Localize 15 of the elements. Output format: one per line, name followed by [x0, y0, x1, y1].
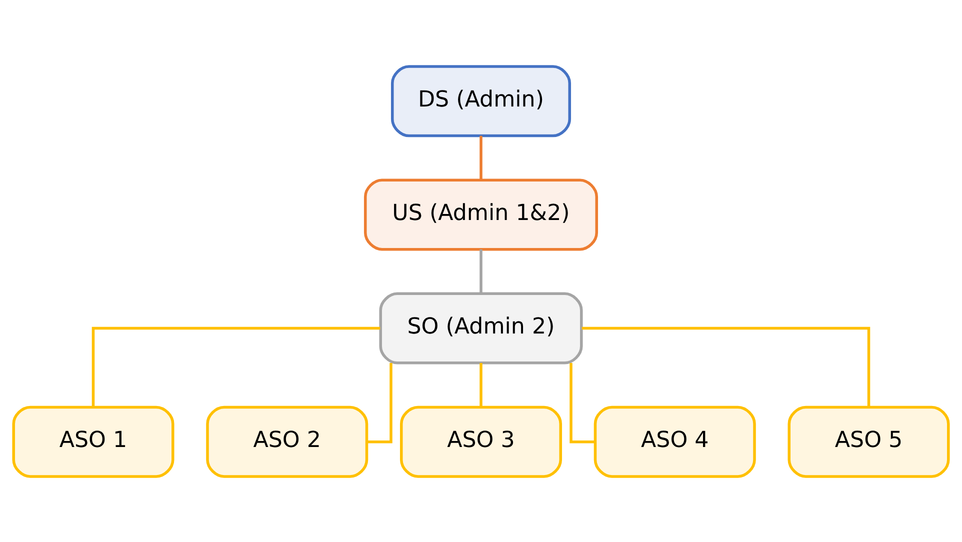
node-box: US (Admin 1&2)	[364, 178, 598, 250]
connector	[92, 326, 380, 407]
node-box: ASO 5	[788, 405, 950, 478]
connector	[582, 326, 870, 407]
node-box: ASO 2	[206, 405, 368, 478]
node-box: DS (Admin)	[390, 64, 572, 137]
connector	[480, 248, 482, 293]
connector	[480, 362, 482, 406]
node-box: ASO 4	[594, 405, 756, 478]
node-box: SO (Admin 2)	[379, 292, 583, 364]
node-box: ASO 3	[400, 405, 562, 478]
connector	[480, 135, 482, 180]
node-box: ASO 1	[12, 405, 174, 478]
connector	[570, 362, 596, 443]
connector	[366, 362, 392, 443]
